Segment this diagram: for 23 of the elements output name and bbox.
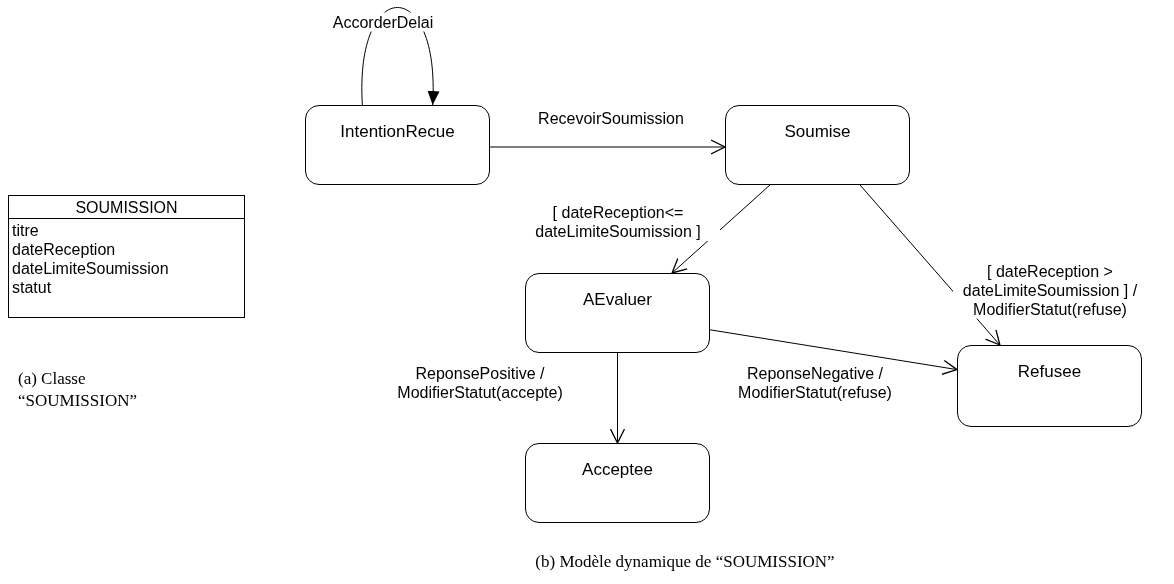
state-box bbox=[725, 105, 910, 185]
attribute-text: dateReception bbox=[12, 240, 117, 259]
state-box bbox=[525, 273, 710, 353]
transition-arrow bbox=[671, 184, 771, 274]
attribute-text: titre bbox=[12, 221, 40, 240]
transition-arrow bbox=[609, 352, 626, 444]
class-name: SOUMISSION bbox=[75, 199, 178, 216]
state-name: Acceptee bbox=[582, 460, 653, 480]
state-name: AEvaluer bbox=[583, 290, 652, 310]
attribute-text: dateLimiteSoumission bbox=[12, 259, 170, 278]
state-name: Refusee bbox=[1017, 362, 1082, 382]
state-box bbox=[305, 105, 490, 185]
edge-label: AccorderDelai bbox=[330, 12, 436, 32]
state-box bbox=[957, 345, 1142, 427]
figure-caption: (b) Modèle dynamique de “SOUMISSION” bbox=[534, 551, 836, 573]
figure-caption: (a) Classe “SOUMISSION” bbox=[18, 368, 138, 412]
state-box bbox=[525, 443, 710, 523]
state-name: IntentionRecue bbox=[340, 122, 455, 142]
transition-arrow bbox=[709, 329, 958, 375]
transition-arrow bbox=[489, 139, 726, 155]
state-name: Soumise bbox=[784, 122, 851, 142]
attribute-text: statut bbox=[12, 278, 53, 297]
class-box bbox=[8, 195, 245, 318]
